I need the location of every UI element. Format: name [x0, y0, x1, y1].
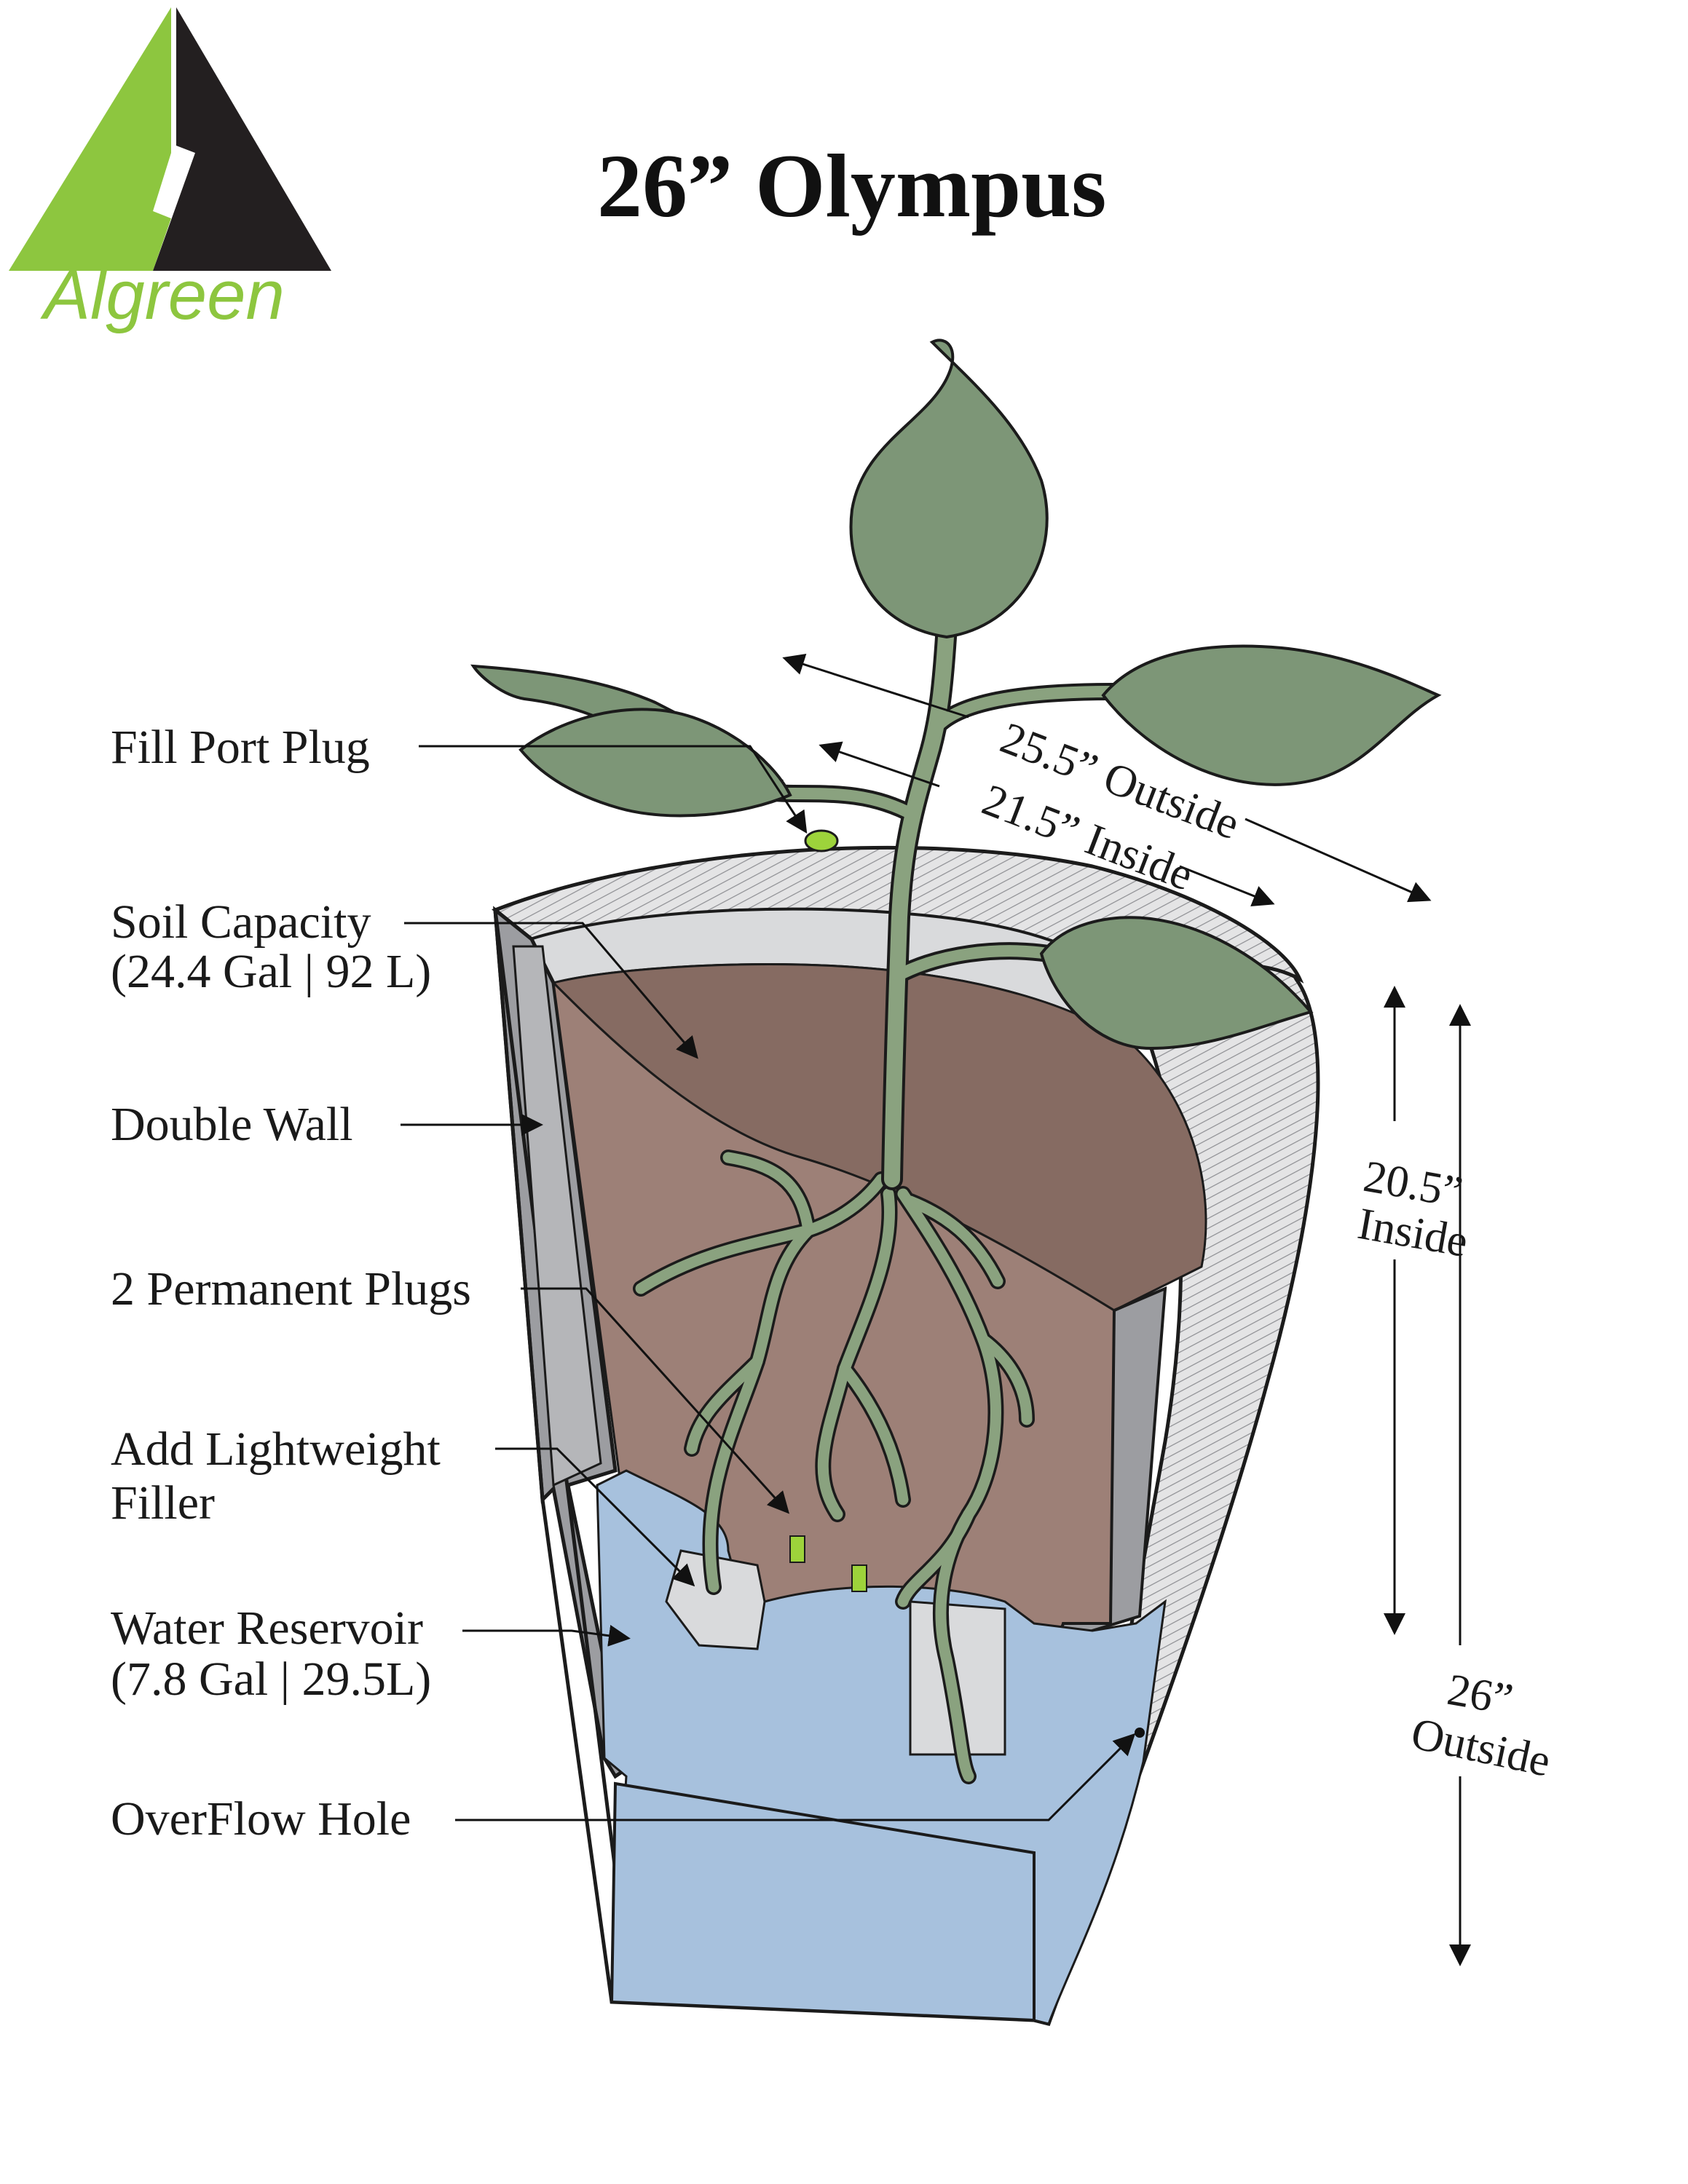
dim-outside-height-label: Outside — [1407, 1709, 1555, 1787]
outside-width-arrow-b — [1245, 818, 1432, 903]
dimension-arrows — [782, 654, 1471, 1966]
plant-leaves — [470, 339, 1442, 1051]
diagram-title: 26” Olympus — [597, 136, 1107, 236]
label-permanent-plugs: 2 Permanent Plugs — [111, 1262, 471, 1315]
leader-water — [462, 1624, 631, 1647]
label-soil-capacity-value: (24.4 Gal | 92 L) — [111, 945, 432, 998]
leaf-top — [849, 339, 1049, 639]
permanent-plugs — [789, 1535, 867, 1592]
label-water-reservoir: Water Reservoir — [111, 1602, 423, 1655]
inside-width-arrow-b — [1179, 865, 1275, 907]
leader-filler — [495, 1447, 695, 1587]
leaf-left-lower — [518, 708, 792, 818]
label-water-reservoir-value: (7.8 Gal | 29.5L) — [111, 1653, 432, 1706]
label-filler-line1: Add Lightweight — [111, 1423, 441, 1476]
logo-green-triangle — [9, 7, 171, 271]
leader-soil — [404, 922, 698, 1059]
algreen-logo: Algreen — [9, 7, 331, 334]
label-filler-line2: Filler — [111, 1476, 215, 1530]
label-double-wall: Double Wall — [111, 1098, 353, 1151]
label-fill-port-plug: Fill Port Plug — [111, 721, 370, 774]
leader-plugs — [521, 1287, 790, 1514]
inside-width-arrow-a — [819, 741, 940, 788]
leader-overflow — [455, 1733, 1136, 1821]
logo-dark-triangle — [153, 7, 331, 271]
label-overflow-hole: OverFlow Hole — [111, 1792, 411, 1845]
label-soil-capacity: Soil Capacity — [111, 895, 371, 949]
logo-wordmark: Algreen — [40, 256, 285, 334]
leaf-right — [1101, 644, 1442, 786]
outside-width-arrow-a — [782, 654, 969, 719]
leaf-lower-right — [1039, 916, 1314, 1051]
overflow-hole — [1135, 1728, 1145, 1738]
fill-port-plug — [804, 829, 839, 852]
dim-outside-height-value: 26” — [1444, 1665, 1517, 1725]
leader-fill-port — [419, 745, 808, 834]
callout-leaders — [401, 745, 1136, 1821]
